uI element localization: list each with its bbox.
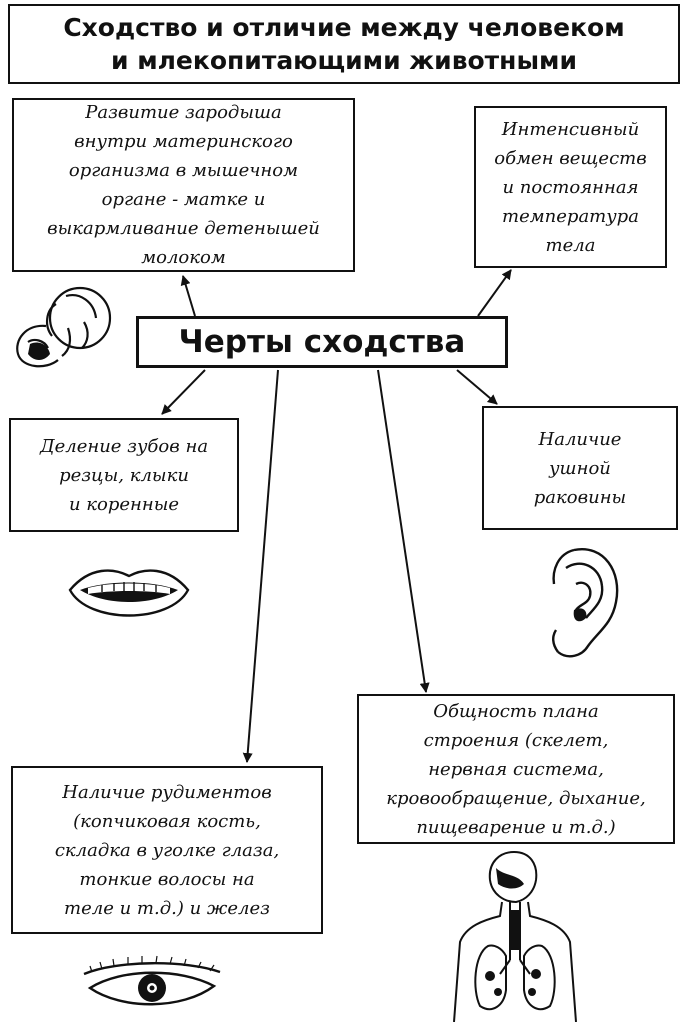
arrow-to-metabolism xyxy=(477,269,512,317)
arrow-to-teeth xyxy=(161,369,206,415)
lips-teeth-icon xyxy=(68,569,190,617)
feature-rudiments: Наличие рудиментов (копчиковая кость, ск… xyxy=(11,766,323,934)
feature-body-structure: Общность плана строения (скелет, нервная… xyxy=(357,694,675,844)
feature-ear: Наличие ушной раковины xyxy=(482,406,678,530)
feature-embryo-text: Развитие зародыша внутри материнского ор… xyxy=(47,102,320,268)
page-title-text: Сходство и отличие между человеком и мле… xyxy=(63,13,625,75)
feature-metabolism: Интенсивный обмен веществ и постоянная т… xyxy=(474,106,667,268)
arrow-to-ear xyxy=(456,369,498,405)
similarity-traits-heading: Черты сходства xyxy=(136,316,508,368)
feature-structure-text: Общность плана строения (скелет, нервная… xyxy=(386,700,646,838)
arrow-to-structure xyxy=(377,369,430,693)
arrow-to-embryo xyxy=(180,275,196,317)
feature-teeth-text: Деление зубов на резцы, клыки и коренные xyxy=(39,435,209,515)
feature-embryo-development: Развитие зародыша внутри материнского ор… xyxy=(12,98,355,272)
human-organs-icon xyxy=(453,850,577,1022)
feature-teeth: Деление зубов на резцы, клыки и коренные xyxy=(9,418,239,532)
page-title: Сходство и отличие между человеком и мле… xyxy=(8,4,680,84)
arrow-to-rudiments xyxy=(242,369,279,763)
ear-icon xyxy=(552,547,619,658)
feature-metabolism-text: Интенсивный обмен веществ и постоянная т… xyxy=(494,118,647,256)
feature-rudiments-text: Наличие рудиментов (копчиковая кость, ск… xyxy=(54,781,280,919)
embryo-icon xyxy=(16,286,112,368)
eye-icon xyxy=(83,955,221,1006)
feature-ear-text: Наличие ушной раковины xyxy=(533,428,627,508)
similarity-traits-label: Черты сходства xyxy=(178,324,466,360)
